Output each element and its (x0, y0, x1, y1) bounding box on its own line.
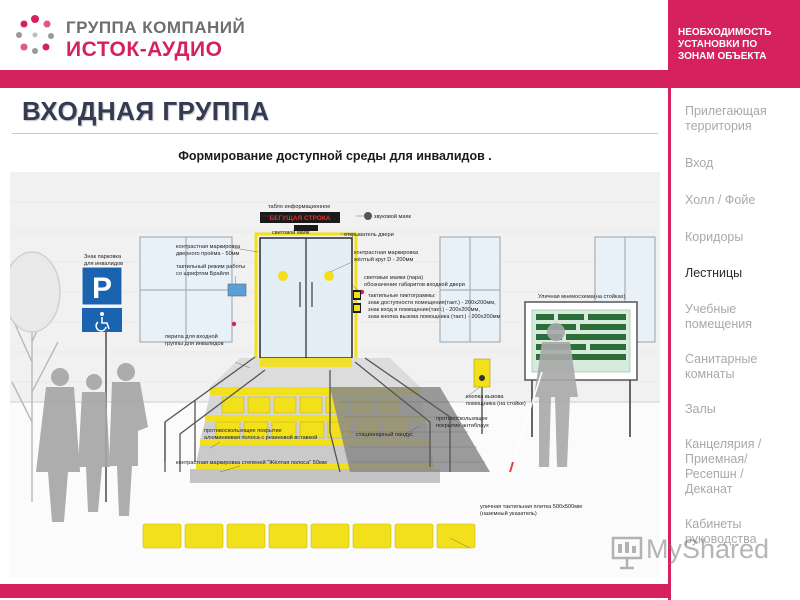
label-tactile-mode-1: тактильный режим работы (176, 263, 245, 270)
label-door-opener: открыватель двери (344, 232, 394, 238)
blind-person (509, 323, 578, 473)
illustration-title: Формирование доступной среды для инвалид… (178, 149, 492, 163)
nav-item-hall[interactable]: Холл / Фойе (685, 193, 756, 207)
label-circle-marking-1: контрастная маркировка (354, 250, 419, 256)
sidebar-header-line: ЗОНАМ ОБЪЕКТА (678, 51, 767, 62)
handrails (164, 356, 451, 473)
label-door-marking-1: контрастная маркировка (176, 244, 241, 250)
entrance-scene: БЕГУЩАЯ СТРОКА P (10, 172, 660, 578)
zone-nav: Прилегающая территория Вход Холл / Фойе … (685, 104, 797, 547)
nav-item-management[interactable]: Кабинеты руководства (685, 517, 757, 546)
nav-item-entrance[interactable]: Вход (685, 156, 714, 170)
sidebar-header-line: УСТАНОВКИ ПО (678, 39, 758, 50)
logo-dots-icon (16, 15, 54, 54)
nav-item-office[interactable]: Канцелярия / Приемная/ Ресепшн / Деканат (685, 437, 762, 496)
svg-text:P: P (92, 272, 112, 305)
label-info-board: табло информационное (268, 204, 330, 210)
nav-item-sanitary[interactable]: Санитарные комнаты (685, 352, 758, 381)
presentation-icon (611, 536, 643, 570)
window-left (139, 236, 233, 343)
footer-bar (0, 584, 668, 598)
label-pictograms-4: знак кнопка вызова помощника (такт.) - 2… (368, 314, 501, 320)
entrance-stairs (190, 358, 440, 483)
company-logo[interactable]: ГРУППА КОМПАНИЙ ИСТОК-АУДИО (14, 12, 254, 61)
title-underline (12, 133, 658, 134)
label-tactile-mode-2: со шрифтом Брайля (176, 270, 229, 277)
nav-item-territory[interactable]: Прилегающая территория (685, 104, 767, 133)
logo-line-2: ИСТОК-АУДИО (66, 38, 223, 61)
label-sound-beacon: звуковой маяк (374, 213, 412, 220)
sidebar-header: НЕОБХОДИМОСТЬ УСТАНОВКИ ПО ЗОНАМ ОБЪЕКТА (671, 0, 800, 88)
label-call-button-1: кнопка вызова (466, 394, 504, 400)
label-anti-slip-strip-1: противоскользящее покрытие (204, 428, 282, 434)
nav-item-corridors[interactable]: Коридоры (685, 230, 744, 244)
logo-line-1: ГРУППА КОМПАНИЙ (66, 18, 246, 37)
sidebar-header-line: НЕОБХОДИМОСТЬ (678, 27, 772, 38)
header-divider-bar (0, 70, 668, 88)
label-light-beacons-2: обозначение габаритов входной двери (364, 281, 465, 288)
label-door-marking-2: дверного проёма - 50мм (176, 251, 240, 257)
light-beacon (294, 225, 318, 231)
nav-item-stairs[interactable]: Лестницы (685, 266, 743, 280)
nav-item-classrooms[interactable]: Учебные помещения (685, 302, 753, 331)
label-step-marking: контрастная маркировка степеней "Жёлтая … (176, 459, 327, 466)
label-call-button-2: помощника (на стойке) (466, 400, 526, 407)
label-tactile-tile-1: уличная тактильная плитка 500х500мм (480, 504, 582, 510)
label-ramp: стационарный пандус (356, 431, 413, 438)
braille-panel (227, 283, 247, 297)
label-handrails-1: перила для входной (165, 333, 218, 340)
label-light-beacons-1: световые маяки (пара) (364, 275, 423, 281)
label-parking-2: для инвалидов (84, 261, 123, 267)
zone-sidebar: НЕОБХОДИМОСТЬ УСТАНОВКИ ПО ЗОНАМ ОБЪЕКТА… (668, 0, 800, 600)
label-pictograms-1: тактильные пиктограммы: (368, 293, 436, 299)
label-light-beacon: световой маяк (272, 229, 310, 236)
label-anti-slip-strip-2: алюминиевая полоса с резиновой вставкой (204, 434, 317, 441)
people-group (36, 363, 148, 522)
label-pictograms-3: знак вход в помещение(такт.) - 200х200мм… (368, 307, 480, 313)
label-tactile-tile-2: (наземный указатель) (480, 510, 537, 517)
label-pictograms-2: знак доступности помещения(такт.) - 200х… (368, 300, 496, 306)
label-mnemo-scheme: Уличная мнемосхема(на стойках) (538, 293, 625, 300)
entrance-door (254, 232, 358, 364)
nav-item-halls[interactable]: Залы (685, 402, 716, 416)
watermark: MyShared (606, 532, 776, 572)
page-title: ВХОДНАЯ ГРУППА (22, 96, 270, 126)
watermark-text: MyShared (646, 534, 770, 564)
window-right (439, 236, 501, 343)
label-anti-slip-cover-2: покрытие антиблаух (436, 423, 489, 429)
running-line-text: БЕГУЩАЯ СТРОКА (269, 215, 330, 222)
tree (10, 251, 61, 502)
info-board (260, 212, 340, 223)
label-handrails-2: группы для инвалидов (165, 341, 224, 347)
call-button-stand (473, 358, 491, 434)
label-anti-slip-cover-1: противоскользящее (436, 416, 488, 422)
label-parking-1: Знак парковка (84, 254, 122, 260)
accessibility-illustration: Формирование доступной среды для инвалид… (10, 140, 660, 578)
tactile-tiles (142, 523, 476, 549)
label-circle-marking-2: жёлтый круг D - 200мм (354, 256, 413, 263)
